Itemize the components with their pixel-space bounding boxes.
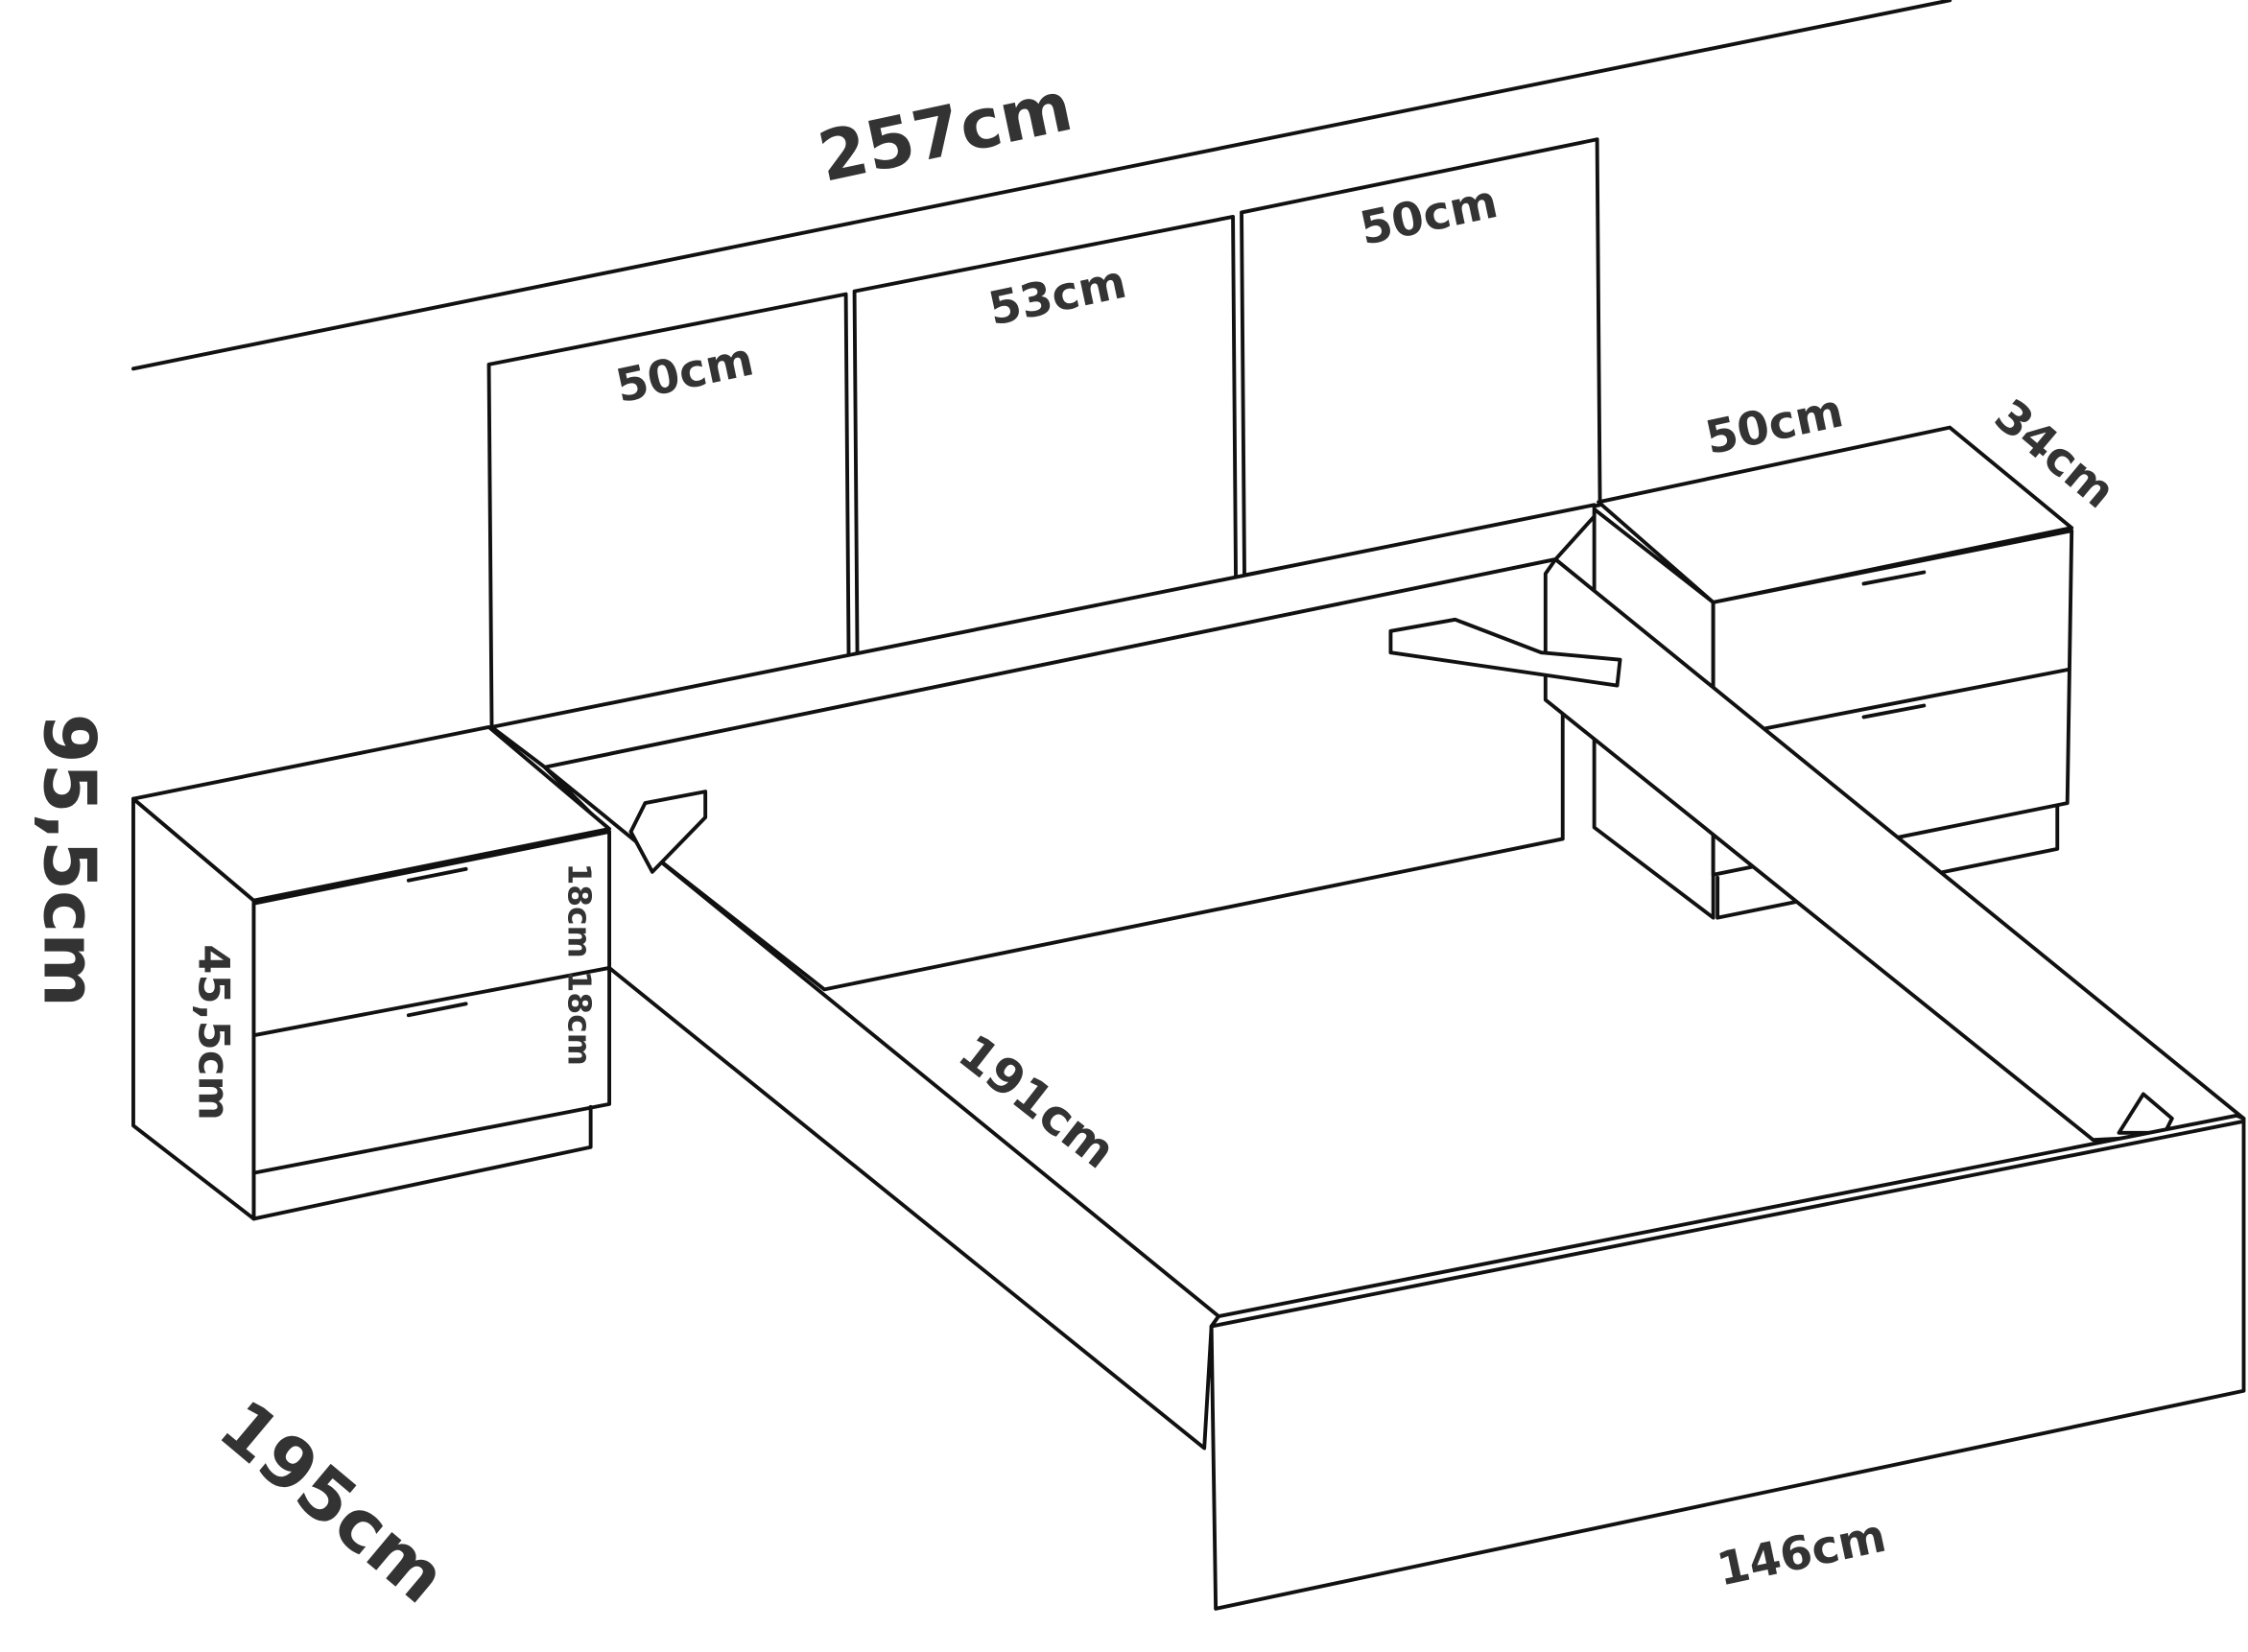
- overall-width-label: 257cm: [812, 65, 1079, 198]
- overall-length-label: 195cm: [203, 1384, 461, 1619]
- headboard: [486, 137, 1602, 731]
- drawer-handle: [406, 1002, 468, 1018]
- back-rail: [489, 503, 1597, 769]
- drawer-height-label-top: 18cm: [561, 862, 599, 957]
- slat-support: [1388, 617, 1622, 688]
- bed-width-label: 146cm: [1713, 1510, 1890, 1597]
- slat-support: [628, 790, 708, 874]
- overall-width-line: [131, 0, 1952, 371]
- drawer-height-label-bottom: 18cm: [561, 971, 599, 1066]
- nightstand-height-label: 45,5cm: [189, 944, 240, 1121]
- footboard: [1209, 1113, 2246, 1611]
- drawer-handle: [1861, 703, 1927, 720]
- drawer-handle: [1861, 570, 1927, 586]
- drawer-handle: [406, 866, 468, 883]
- overall-height-label: 95,5cm: [28, 714, 111, 1007]
- bed-frame: [489, 503, 2246, 1611]
- left-nightstand: [131, 724, 612, 1221]
